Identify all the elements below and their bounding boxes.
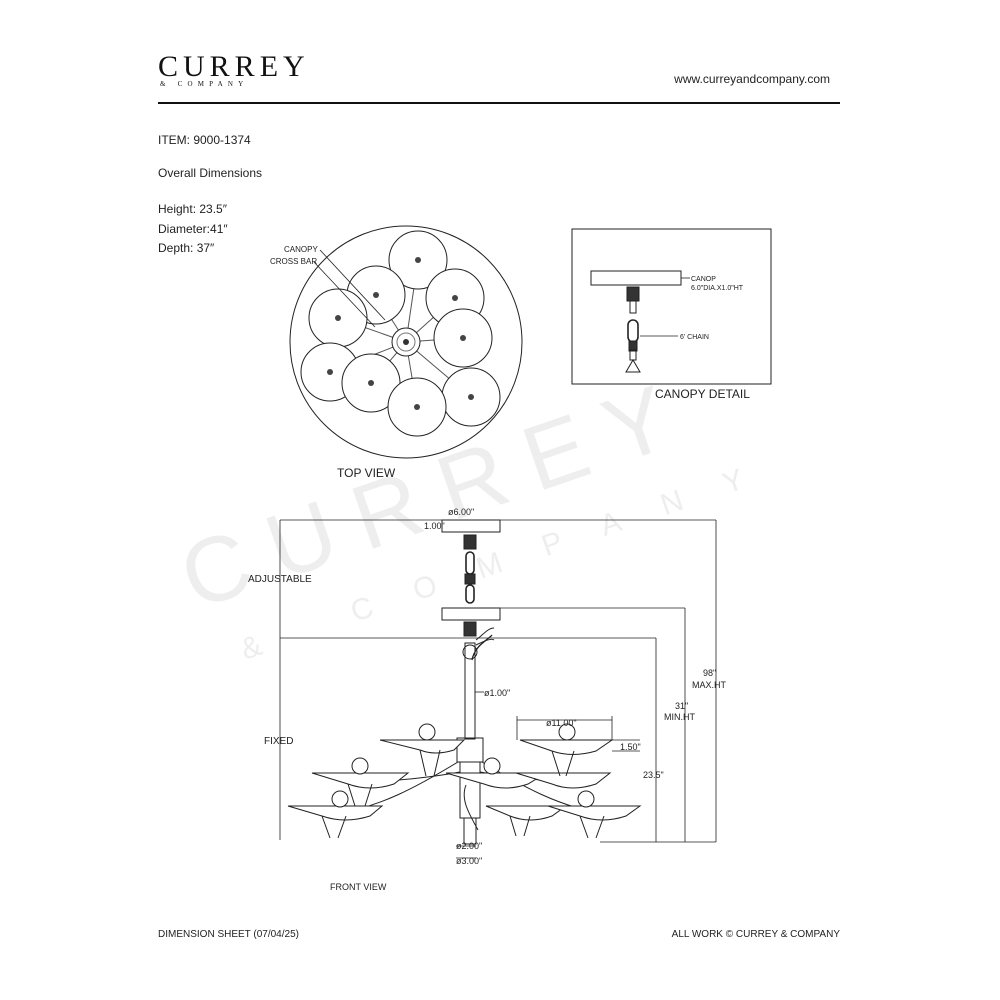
footer-copyright: ALL WORK © CURREY & COMPANY	[671, 929, 840, 940]
diameter-spec: Diameter:41″	[158, 222, 228, 236]
front-view-drawing	[279, 519, 717, 859]
height-spec: Height: 23.5″	[158, 202, 227, 216]
website-url: www.curreyandcompany.com	[674, 72, 830, 86]
overall-dimensions-heading: Overall Dimensions	[158, 166, 263, 180]
top-view-drawing	[289, 225, 523, 459]
front-base-diameter-dim: ø3.00"	[456, 856, 482, 866]
front-height-dim: 23.5"	[643, 770, 664, 780]
footer-dimension-sheet: DIMENSION SHEET (07/04/25)	[158, 929, 299, 940]
front-max-height-value: 98"	[703, 668, 716, 678]
front-shade-height-dim: 1.50"	[620, 742, 641, 752]
top-view-crossbar-label: CROSS BAR	[270, 257, 317, 266]
header-divider	[158, 102, 840, 104]
top-view-canopy-label: CANOPY	[284, 245, 318, 254]
front-bottom-diameter-dim: ø2.00"	[456, 841, 482, 851]
depth-spec: Depth: 37″	[158, 241, 215, 255]
canopy-detail-chain-label: 6' CHAIN	[680, 334, 709, 341]
front-min-height-label: MIN.HT	[664, 712, 695, 722]
front-view-title: FRONT VIEW	[330, 882, 387, 892]
top-view-title: TOP VIEW	[337, 466, 396, 480]
canopy-detail-canopy-label: CANOP	[691, 276, 716, 283]
brand-logo: CURREY	[158, 50, 310, 83]
front-max-height-label: MAX.HT	[692, 680, 727, 690]
canopy-detail-title: CANOPY DETAIL	[655, 387, 750, 401]
item-number: ITEM: 9000-1374	[158, 133, 251, 147]
canopy-detail-canopy-dims: 6.0"DIA.X1.0"HT	[691, 285, 744, 292]
front-shade-diameter-dim: ø11.00"	[546, 718, 577, 728]
front-canopy-height-dim: 1.00"	[424, 521, 445, 531]
front-canopy-diameter-dim: ø6.00"	[448, 507, 474, 517]
front-rod-diameter-dim: ø1.00"	[484, 688, 510, 698]
canopy-detail-drawing	[571, 228, 772, 385]
front-fixed-label: FIXED	[264, 736, 293, 747]
brand-logo-subtitle: & COMPANY	[160, 80, 249, 88]
front-adjustable-label: ADJUSTABLE	[248, 574, 312, 585]
front-min-height-value: 31"	[675, 701, 688, 711]
